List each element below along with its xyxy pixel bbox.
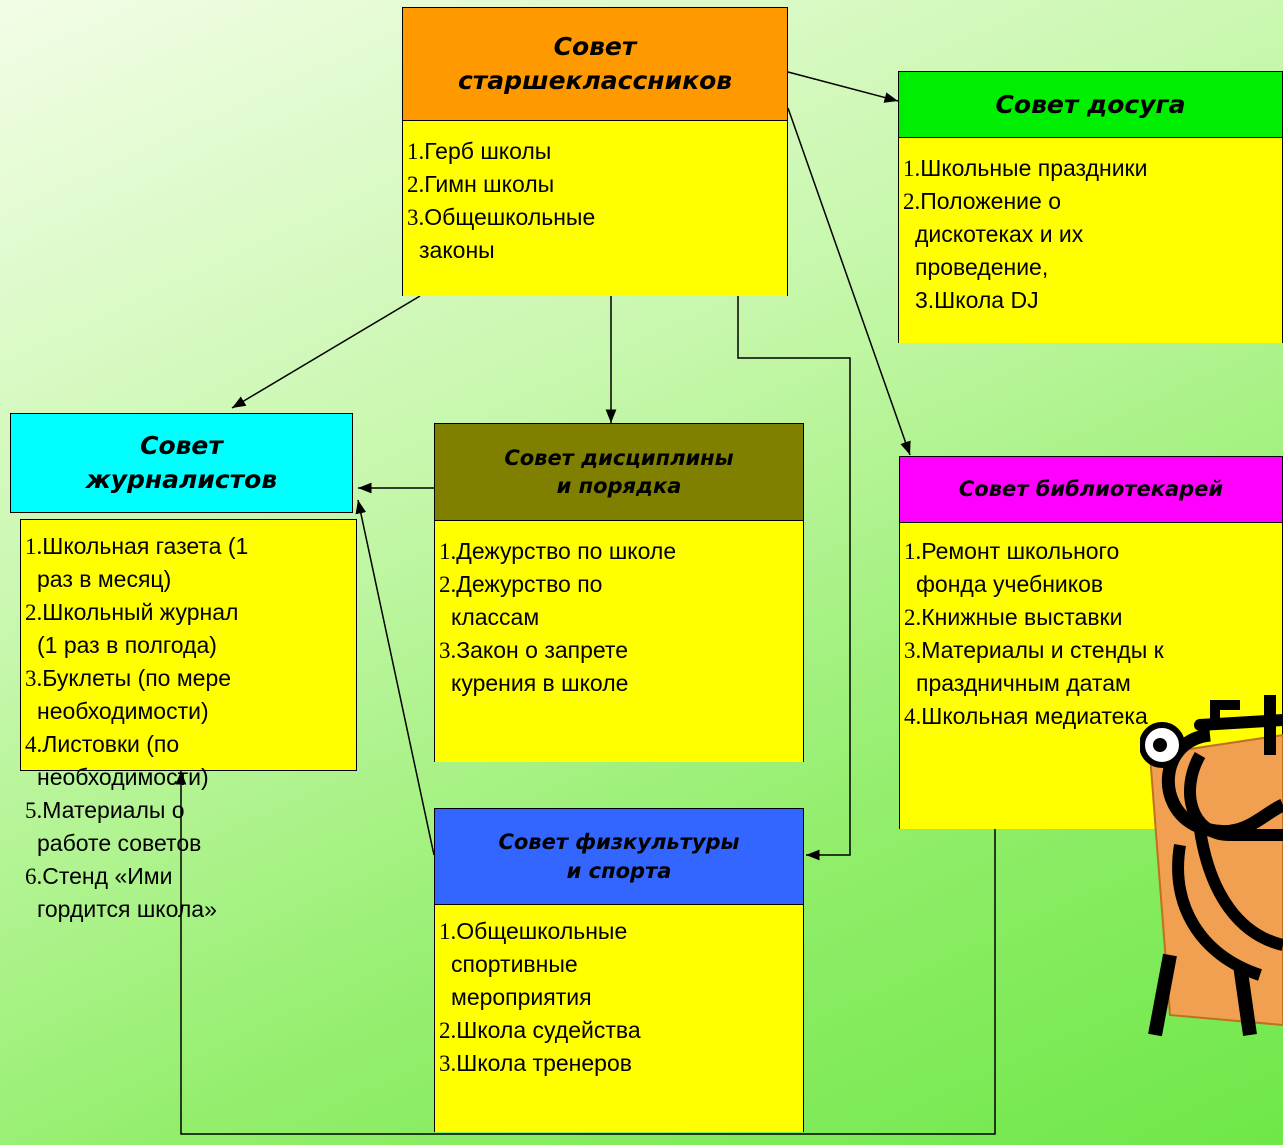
list-item: 3.Школа тренеров <box>439 1050 632 1076</box>
senior-council-header: Совет старшеклассников <box>403 8 787 121</box>
list-item-continuation: необходимости) <box>37 698 209 724</box>
list-item: 2.Гимн школы <box>407 171 555 197</box>
journalists-council-list: 1.Школьная газета (1 раз в месяц) 2.Школ… <box>20 519 357 922</box>
journalists-council-title-line-2: журналистов <box>85 465 278 494</box>
discipline-council-box: Совет дисциплины и порядка 1.Дежурство п… <box>434 423 804 762</box>
list-item: 3.Закон о запрете <box>439 637 628 663</box>
list-item: 2.Книжные выставки <box>904 604 1123 630</box>
leisure-council-box: Совет досуга 1.Школьные праздники 2.Поло… <box>898 71 1283 343</box>
list-item: 3.Материалы и стенды к <box>904 637 1164 663</box>
list-item: 4.Листовки (по <box>25 731 180 757</box>
list-item: 2.Положение о <box>903 188 1061 214</box>
list-item-continuation: мероприятия <box>451 984 592 1010</box>
list-item-continuation: законы <box>419 237 495 263</box>
sport-council-header: Совет физкультуры и спорта <box>435 809 803 905</box>
senior-council-title-line-2: старшеклассников <box>457 66 733 95</box>
list-item-continuation: классам <box>451 604 540 630</box>
librarians-council-title: Совет библиотекарей <box>958 477 1224 502</box>
arrow-librarians-to-journalists <box>175 771 996 1135</box>
arrow-senior-to-librarians <box>787 107 911 456</box>
arrow-senior-to-leisure <box>787 71 899 103</box>
list-item-continuation: 3.Школа DJ <box>915 287 1039 313</box>
list-item-continuation: необходимости) <box>37 764 209 790</box>
list-item: 1.Герб школы <box>407 138 552 164</box>
arrow-sport-to-journalists <box>355 499 435 856</box>
list-item: 2.Школьный журнал <box>25 599 239 625</box>
senior-council-box: Совет старшеклассников 1.Герб школы 2.Ги… <box>402 7 788 296</box>
list-item: 2.Дежурство по <box>439 571 603 597</box>
journalists-council-title-line-1: Совет <box>140 431 223 461</box>
list-item: 4.Школьная медиатека <box>904 703 1148 729</box>
librarians-council-box: Совет библиотекарей 1.Ремонт школьного ф… <box>899 456 1283 829</box>
list-item: 2.Школа судейства <box>439 1017 641 1043</box>
list-item: 1.Общешкольные <box>439 918 628 944</box>
leisure-council-title: Совет досуга <box>995 89 1186 119</box>
senior-council-title-line-1: Совет <box>553 32 637 62</box>
sport-council-title-line-2: и спорта <box>566 858 672 883</box>
list-item: 6.Стенд «Ими <box>25 863 173 889</box>
leisure-council-header: Совет досуга <box>899 72 1282 138</box>
list-item-continuation: (1 раз в полгода) <box>37 632 217 658</box>
list-item-continuation: фонда учебников <box>916 571 1104 597</box>
list-item: 1.Дежурство по школе <box>439 538 677 564</box>
list-item: 3.Общешкольные <box>407 204 596 230</box>
senior-council-list: 1.Герб школы 2.Гимн школы 3.Общешкольные… <box>403 121 787 296</box>
librarians-council-list: 1.Ремонт школьного фонда учебников 2.Кни… <box>900 523 1282 829</box>
discipline-council-header: Совет дисциплины и порядка <box>435 424 803 521</box>
list-item-continuation: гордится школа» <box>37 896 217 922</box>
discipline-council-title-line-1: Совет дисциплины <box>504 445 734 470</box>
discipline-council-list: 1.Дежурство по школе 2.Дежурство по клас… <box>435 521 803 762</box>
arrow-senior-to-journalists <box>231 295 421 409</box>
clipart-character-icon <box>1140 695 1283 1037</box>
list-item-continuation: курения в школе <box>451 670 629 696</box>
list-item: 1.Школьная газета (1 <box>25 533 249 559</box>
list-item: 1.Школьные праздники <box>903 155 1148 181</box>
arrow-senior-to-sport <box>737 296 851 861</box>
journalists-council-header: Совет журналистов <box>10 413 353 513</box>
list-item: 5.Материалы о <box>25 797 185 823</box>
list-item: 3.Буклеты (по мере <box>25 665 232 691</box>
list-item-continuation: спортивные <box>451 951 578 977</box>
leisure-council-list: 1.Школьные праздники 2.Положение о диско… <box>899 138 1282 343</box>
sport-council-title-line-1: Совет физкультуры <box>498 830 740 855</box>
list-item-continuation: раз в месяц) <box>37 566 172 592</box>
discipline-council-title-line-2: и порядка <box>556 474 682 498</box>
list-item-continuation: дискотеках и их <box>915 221 1084 247</box>
sport-council-box: Совет физкультуры и спорта 1.Общешкольны… <box>434 808 804 1132</box>
sport-council-list: 1.Общешкольные спортивные мероприятия 2.… <box>435 905 803 1132</box>
list-item-continuation: работе советов <box>37 830 202 856</box>
list-item-continuation: праздничным датам <box>916 670 1131 696</box>
librarians-council-header: Совет библиотекарей <box>900 457 1282 523</box>
list-item: 1.Ремонт школьного <box>904 538 1120 564</box>
list-item-continuation: проведение, <box>915 254 1049 280</box>
